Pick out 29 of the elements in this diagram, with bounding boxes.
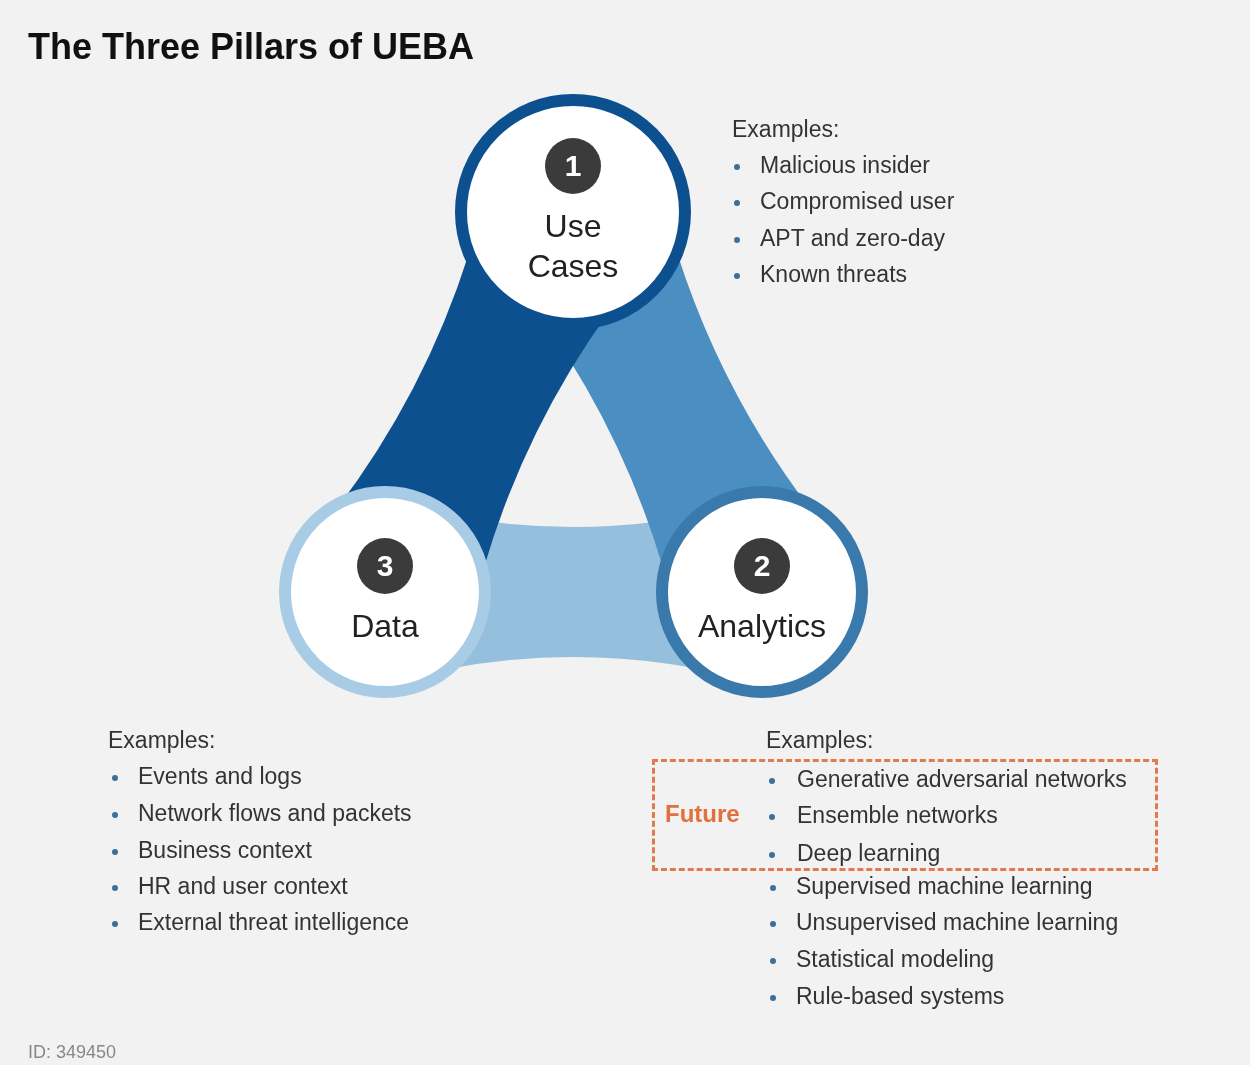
step-number: 1 bbox=[545, 138, 601, 194]
pillar-name: Analytics bbox=[697, 607, 826, 646]
list-item: Unsupervised machine learning bbox=[796, 909, 1119, 936]
pillar-name: Use Cases bbox=[526, 207, 620, 286]
list-item: APT and zero-day bbox=[760, 225, 945, 252]
list-item: Known threats bbox=[760, 261, 908, 288]
list-item: Events and logs bbox=[138, 763, 302, 790]
list-item: Supervised machine learning bbox=[796, 873, 1093, 900]
dashed-frame bbox=[652, 759, 1158, 871]
future-tag: Future bbox=[665, 800, 740, 828]
list-item: Generative adversarial networks bbox=[797, 766, 1127, 793]
document-id: ID: 349450 bbox=[28, 1042, 117, 1063]
list-item: Malicious insider bbox=[760, 152, 930, 179]
list-heading: Examples: bbox=[732, 116, 840, 143]
list-item: Deep learning bbox=[797, 840, 941, 867]
list-heading: Examples: bbox=[108, 727, 216, 754]
pillar-name: Data bbox=[351, 607, 419, 646]
list-item: Business context bbox=[138, 837, 312, 864]
list-item: Network flows and packets bbox=[138, 800, 412, 827]
list-item: Compromised user bbox=[760, 188, 955, 215]
step-number: 2 bbox=[734, 538, 790, 594]
list-item: HR and user context bbox=[138, 873, 348, 900]
list-item: Statistical modeling bbox=[796, 946, 995, 973]
list-item: External threat intelligence bbox=[138, 909, 410, 936]
list-item: Ensemble networks bbox=[797, 802, 998, 829]
diagram-title: The Three Pillars of UEBA bbox=[28, 26, 475, 68]
step-number: 3 bbox=[357, 538, 413, 594]
list-heading: Examples: bbox=[766, 727, 874, 754]
list-item: Rule-based systems bbox=[796, 983, 1005, 1010]
